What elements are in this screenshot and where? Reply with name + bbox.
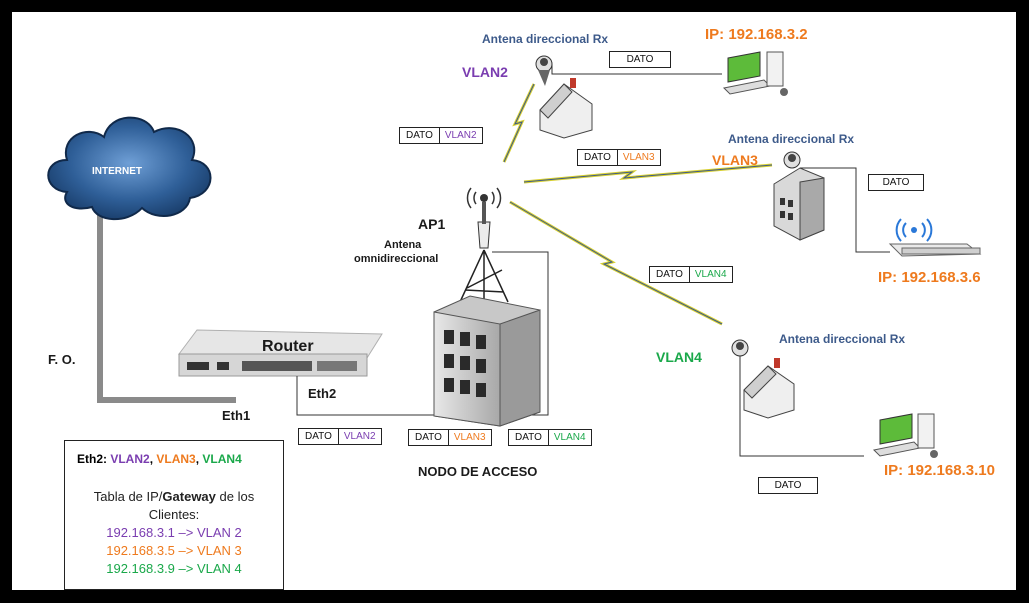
internet-label: INTERNET — [92, 166, 142, 177]
legend-eth2-prefix: Eth2: — [77, 452, 107, 466]
antenna-rx-vlan3-icon — [783, 151, 801, 169]
house-vlan4-icon — [743, 358, 795, 419]
antenna-rx-vlan2-icon — [535, 55, 553, 86]
omni-tower-icon — [459, 249, 509, 303]
ap1-label: AP1 — [418, 216, 446, 232]
legend-vlan2: VLAN2 — [110, 452, 150, 466]
packet-vlan3-wired: DATO VLAN3 — [408, 429, 492, 446]
omni-antenna-icon — [466, 187, 502, 249]
access-node-label: NODO DE ACCESO — [418, 464, 538, 479]
legend-row-vlan2: 192.168.3.1 –> VLAN 2 — [106, 525, 242, 540]
packet-untagged-vlan2: DATO — [609, 51, 671, 68]
packet-vlan-tag: VLAN4 — [694, 269, 727, 280]
packet-data-field: DATO — [650, 267, 690, 282]
wireless-link-vlan2 — [502, 83, 536, 163]
packet-vlan3-wireless: DATO VLAN3 — [577, 149, 661, 166]
eth2-link — [296, 251, 549, 416]
packet-vlan-tag: VLAN2 — [343, 431, 376, 442]
router-icon — [178, 329, 383, 377]
packet-vlan-tag: VLAN4 — [553, 432, 586, 443]
network-diagram — [47, 51, 982, 458]
wifi-ap-vlan3-icon — [888, 218, 982, 257]
omni-label-line2: omnidireccional — [354, 253, 439, 265]
building-vlan3-icon — [773, 167, 825, 241]
packet-untagged-vlan4: DATO — [758, 477, 818, 494]
access-node-building-icon — [433, 295, 541, 427]
ip-vlan4-label: IP: 192.168.3.10 — [884, 462, 995, 479]
fiber-label: F. O. — [48, 352, 76, 367]
legend-table-title-line2: Clientes: — [148, 507, 200, 522]
omni-label-line1: Antena — [384, 239, 422, 251]
packet-vlan2-wired: DATO VLAN2 — [298, 428, 382, 445]
wireless-link-vlan3 — [523, 163, 773, 184]
antenna-rx-vlan2-label: Antena direccional Rx — [482, 32, 609, 46]
packet-data-field: DATO — [299, 429, 339, 444]
fiber-optic-link — [97, 212, 236, 403]
vlan2-label: VLAN2 — [462, 64, 508, 80]
packet-vlan-tag: VLAN3 — [453, 432, 486, 443]
legend-eth2-line: Eth2: VLAN2, VLAN3, VLAN4 — [77, 452, 242, 466]
wireless-link-vlan4 — [509, 200, 723, 326]
legend-row-vlan4: 192.168.3.9 –> VLAN 4 — [106, 561, 242, 576]
antenna-rx-vlan4-label: Antena direccional Rx — [779, 332, 906, 346]
ip-vlan2-label: IP: 192.168.3.2 — [705, 26, 808, 43]
packet-vlan-tag: VLAN2 — [444, 130, 477, 141]
eth1-label: Eth1 — [222, 408, 251, 423]
packet-vlan4-wireless: DATO VLAN4 — [649, 266, 733, 283]
house-vlan2-icon — [539, 78, 593, 139]
packet-vlan2-wireless: DATO VLAN2 — [399, 127, 483, 144]
eth2-label: Eth2 — [308, 386, 337, 401]
link-vlan4-client — [739, 356, 864, 457]
packet-vlan4-wired: DATO VLAN4 — [508, 429, 592, 446]
legend-vlan4: VLAN4 — [202, 452, 242, 466]
link-vlan3-client — [800, 167, 890, 253]
legend-sep: , — [195, 452, 200, 466]
antenna-rx-vlan3-label: Antena direccional Rx — [728, 132, 855, 146]
vlan-legend-box: Eth2: VLAN2, VLAN3, VLAN4 Tabla de IP/Ga… — [64, 440, 284, 590]
router-label: Router — [262, 338, 314, 355]
internet-cloud-icon — [47, 116, 212, 221]
packet-untagged-vlan3: DATO — [868, 174, 924, 191]
ip-vlan3-label: IP: 192.168.3.6 — [878, 269, 981, 286]
legend-title-gateway: Gateway — [162, 489, 216, 504]
diagram-canvas: INTERNET F. O. Router Eth1 Eth2 AP1 Ante… — [12, 12, 1016, 590]
antenna-rx-vlan4-icon — [731, 339, 749, 357]
pc-vlan4-icon — [872, 413, 938, 458]
pc-vlan2-icon — [722, 51, 788, 96]
legend-title-part: Tabla de IP/ — [93, 489, 163, 504]
packet-data-field: DATO — [509, 430, 549, 445]
link-vlan2-client — [551, 64, 722, 75]
packet-data-field: DATO — [578, 150, 618, 165]
vlan4-label: VLAN4 — [656, 349, 702, 365]
packet-vlan-tag: VLAN3 — [622, 152, 655, 163]
vlan3-label: VLAN3 — [712, 152, 758, 168]
packet-data-field: DATO — [409, 430, 449, 445]
legend-title-part: de los — [215, 489, 255, 504]
legend-vlan3: VLAN3 — [156, 452, 196, 466]
legend-row-vlan3: 192.168.3.5 –> VLAN 3 — [106, 543, 242, 558]
legend-table-title-line1: Tabla de IP/Gateway de los — [65, 489, 283, 504]
legend-sep: , — [149, 452, 154, 466]
packet-data-field: DATO — [400, 128, 440, 143]
